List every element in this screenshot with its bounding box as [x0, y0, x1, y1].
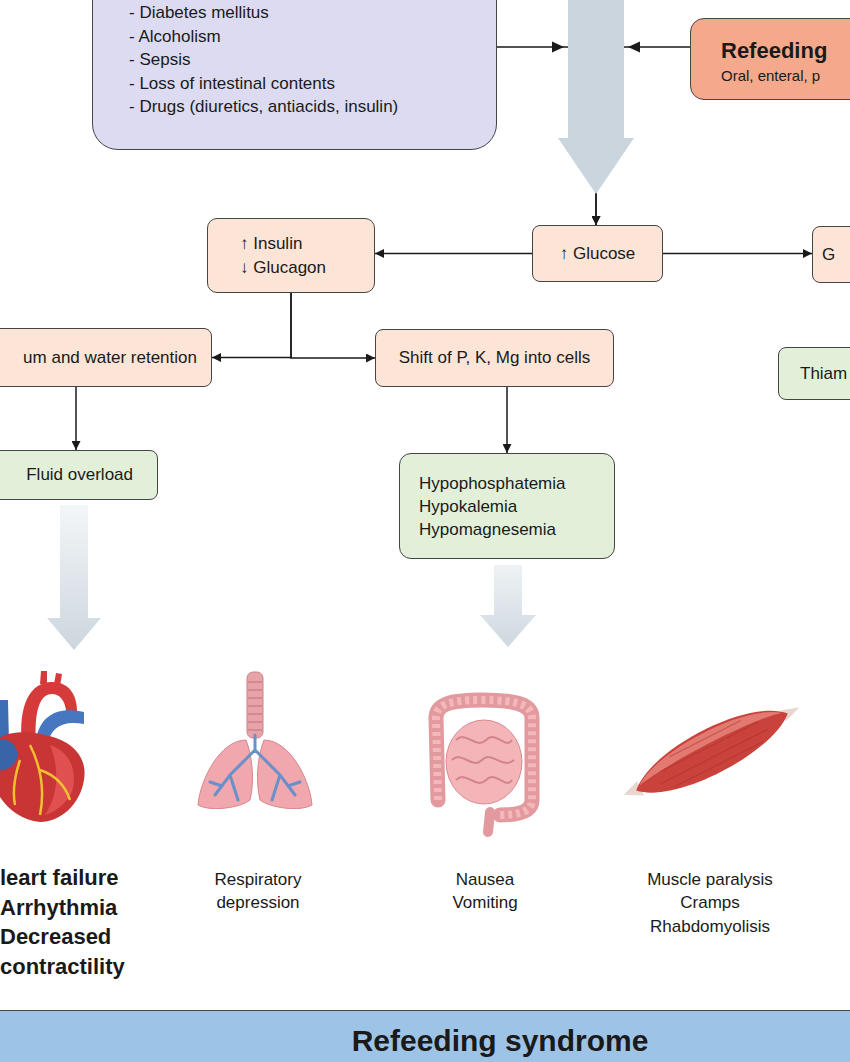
node-text: ↓ Glucagon	[240, 256, 326, 280]
node-text: Shift of P, K, Mg into cells	[399, 346, 591, 370]
small-intestine	[446, 720, 522, 804]
trachea-rings	[248, 682, 262, 730]
heart-atrium	[0, 739, 18, 770]
node-text: Oral, enteral, p	[721, 65, 820, 87]
node-text: - Loss of intestinal contents	[129, 72, 335, 96]
node-text: - Sepsis	[129, 48, 190, 72]
electrolyte-box: HypophosphatemiaHypokalemiaHypomagnesemi…	[399, 453, 615, 559]
hormone-box: ↑ Insulin↓ Glucagon	[207, 218, 375, 293]
process-box: um and water retention	[0, 328, 212, 387]
node-text: Thiam	[800, 362, 847, 386]
node-text: - Alcoholism	[129, 25, 221, 49]
connector-arrow	[506, 387, 508, 453]
muscle-icon	[614, 687, 809, 816]
effect-label: Respiratory depression	[178, 868, 338, 914]
node-text: Fluid overload	[26, 463, 133, 487]
node-text: - Drugs (diuretics, antiacids, insulin)	[129, 95, 398, 119]
trachea	[247, 672, 263, 738]
arrow-head	[552, 42, 564, 53]
node-text: Hypomagnesemia	[419, 518, 556, 541]
intestine-icon	[436, 700, 532, 832]
process-box: G	[812, 226, 850, 283]
intestine-loops	[452, 737, 514, 783]
risk-factor-box: - Diabetes mellitus- Alcoholism- Sepsis-…	[92, 0, 497, 150]
muscle-belly	[626, 693, 798, 810]
connector-arrow	[375, 253, 532, 255]
deficiency-box: Thiam	[778, 347, 850, 400]
flow-arrow	[558, 0, 634, 194]
muscle-fibers	[652, 711, 772, 791]
outcome-box: Fluid overload	[0, 450, 158, 500]
effect-label: Arrhythmia	[0, 893, 140, 923]
bronchi	[210, 735, 300, 800]
flow-arrow	[47, 505, 101, 650]
effect-label: Cramps	[630, 891, 790, 914]
refeeding-box: RefeedingOral, enteral, p	[690, 18, 850, 100]
effect-label: leart failure	[0, 863, 140, 893]
node-text: ↑ Insulin	[240, 232, 302, 256]
process-box: Shift of P, K, Mg into cells	[375, 329, 614, 387]
effect-label: Nausea	[435, 868, 535, 891]
connector-arrow	[663, 253, 812, 255]
node-text: Hypophosphatemia	[419, 472, 565, 495]
effect-label: Muscle paralysis	[630, 868, 790, 891]
node-text: Refeeding	[721, 37, 827, 65]
lung-lobe	[257, 740, 312, 809]
connector-arrow	[212, 293, 291, 358]
node-text: um and water retention	[23, 346, 197, 370]
process-box: ↑ Glucose	[532, 225, 663, 282]
node-text: - Diabetes mellitus	[129, 1, 269, 25]
colon	[436, 700, 532, 815]
rectum	[488, 812, 490, 832]
heart-highlight	[45, 745, 74, 815]
node-text: Refeeding syndrome	[352, 1023, 649, 1059]
title-band: Refeeding syndrome	[0, 1010, 850, 1062]
heart-icon	[0, 671, 85, 822]
muscle-highlight	[631, 697, 782, 786]
colon-texture	[436, 700, 532, 815]
coronary-vessel	[14, 745, 70, 815]
connector-arrow	[75, 387, 77, 450]
lung-lobe	[198, 740, 253, 809]
effect-label: Decreased contractility	[0, 922, 135, 982]
connector-arrow	[291, 293, 375, 358]
node-text: Hypokalemia	[419, 495, 517, 518]
lungs-icon	[198, 672, 312, 809]
node-text: G	[822, 243, 835, 267]
effect-label: Rhabdomyolisis	[630, 915, 790, 938]
flow-arrow	[480, 565, 536, 647]
arrow-head	[628, 42, 640, 53]
node-text: ↑ Glucose	[560, 242, 636, 266]
effect-label: Vomiting	[435, 891, 535, 914]
